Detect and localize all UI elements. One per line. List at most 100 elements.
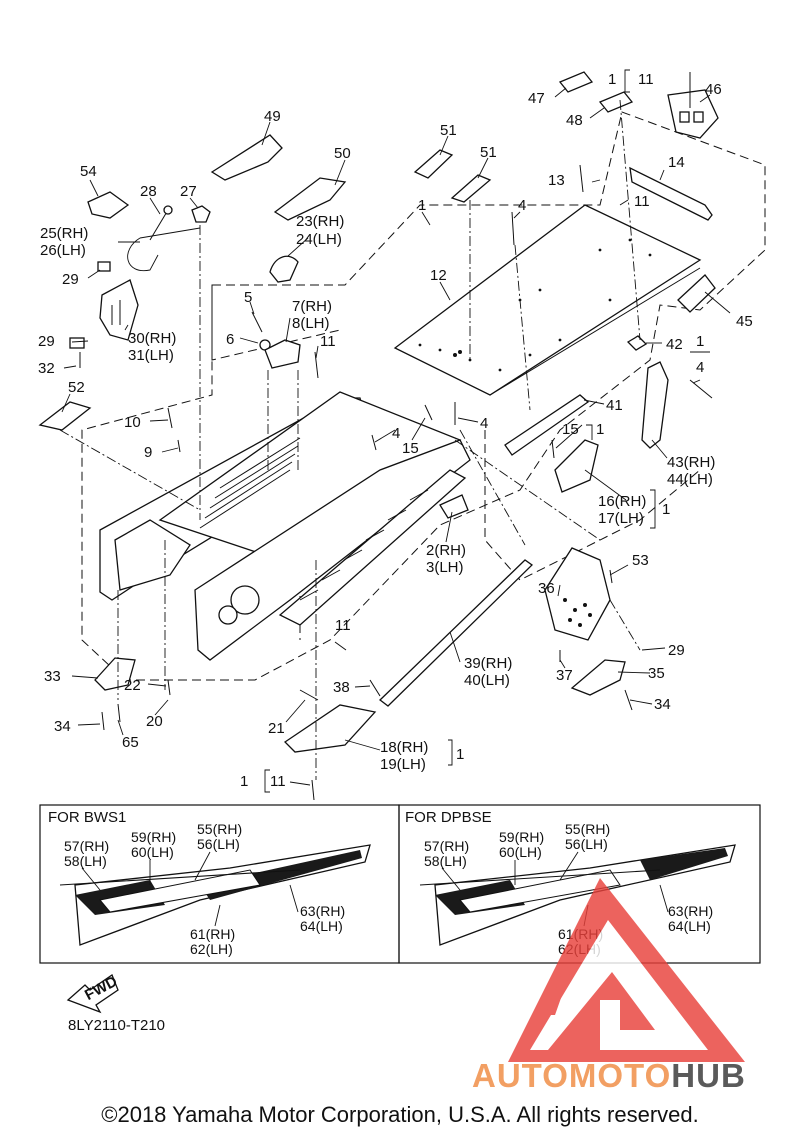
callout-25: 25(RH) (40, 225, 88, 242)
callout-26: 26(LH) (40, 242, 86, 259)
callout-49: 49 (264, 108, 281, 125)
callout-51b: 51 (480, 144, 497, 161)
pad-51b (450, 174, 492, 203)
callout-28: 28 (140, 183, 157, 200)
decal-l59: 59(RH) (131, 829, 176, 845)
callout-12: 12 (430, 267, 447, 284)
tunnel-panel-12 (393, 204, 702, 396)
callout-4-top: 4 (518, 197, 526, 214)
callout-labels: 47 48 1 11 46 49 50 51 51 54 28 27 25(RH… (38, 71, 753, 790)
decal-r59: 59(RH) (499, 829, 544, 845)
fwd-arrow-icon: FWD (66, 973, 120, 1014)
callout-9: 9 (144, 444, 152, 461)
callout-29b: 29 (38, 333, 55, 350)
callout-10: 10 (124, 414, 141, 431)
decal-l56: 56(LH) (197, 836, 240, 852)
callout-27: 27 (180, 183, 197, 200)
decal-r57: 57(RH) (424, 838, 469, 854)
watermark-text-a: AUTOMOTO (472, 1057, 672, 1094)
callout-45: 45 (736, 313, 753, 330)
watermark-logo (508, 878, 745, 1062)
bar-14 (629, 166, 713, 221)
callout-35: 35 (648, 665, 665, 682)
callout-33: 33 (44, 668, 61, 685)
callout-3: 3(LH) (426, 559, 464, 576)
callout-54: 54 (80, 163, 97, 180)
callout-43: 43(RH) (667, 454, 715, 471)
callout-34b: 34 (654, 696, 671, 713)
decal-box-bws1: FOR BWS1 57(RH) 58(LH) 59(RH) 60(LH) 55(… (39, 804, 400, 964)
callout-15b: 15 (562, 421, 579, 438)
leader-lines (61, 87, 731, 786)
chassis-assembly-outline (81, 111, 766, 681)
decal-r58: 58(LH) (424, 853, 467, 869)
watermark-text-b: HUB (671, 1057, 746, 1094)
callout-53: 53 (632, 552, 649, 569)
callout-29a: 29 (62, 271, 79, 288)
rear-assembly-outline (211, 285, 341, 361)
callout-1-16: 1 (662, 501, 670, 518)
decal-r64: 64(LH) (668, 918, 711, 934)
footrest-36 (544, 547, 611, 641)
callout-5: 5 (244, 289, 252, 306)
callout-11-top: 11 (638, 71, 654, 88)
watermark-text: AUTOMOTOHUB (472, 1057, 746, 1095)
callout-1-mid: 1 (418, 197, 426, 214)
plate-18-19 (283, 704, 377, 753)
strap-43-44 (641, 361, 669, 449)
callout-50: 50 (334, 145, 351, 162)
callout-44: 44(LH) (667, 471, 713, 488)
callout-7: 7(RH) (292, 298, 332, 315)
bracket-7-8 (264, 339, 301, 369)
callout-13: 13 (548, 172, 565, 189)
callout-11-r: 11 (634, 193, 650, 210)
callout-15: 15 (402, 440, 419, 457)
pad-52 (38, 401, 92, 431)
decal-r60: 60(LH) (499, 844, 542, 860)
decal-r63: 63(RH) (668, 903, 713, 919)
decal-l57: 57(RH) (64, 838, 109, 854)
diagram-code: 8LY2110-T210 (68, 1017, 165, 1034)
main-chassis (99, 391, 534, 707)
callout-29c: 29 (668, 642, 685, 659)
cover-23-24 (269, 255, 299, 283)
callout-30: 30(RH) (128, 330, 176, 347)
callout-47: 47 (528, 90, 545, 107)
callout-36: 36 (538, 580, 555, 597)
runner-39-40 (378, 559, 534, 707)
callout-31: 31(LH) (128, 347, 174, 364)
callout-52: 52 (68, 379, 85, 396)
pad-51a (413, 149, 454, 179)
callout-46: 46 (705, 81, 722, 98)
callout-32: 32 (38, 360, 55, 377)
bracket-30-31 (99, 279, 139, 341)
callout-51a: 51 (440, 122, 457, 139)
reference-lines (59, 99, 641, 780)
callout-4b: 4 (480, 415, 488, 432)
callout-8: 8(LH) (292, 315, 330, 332)
decal-l58: 58(LH) (64, 853, 107, 869)
callout-16: 16(RH) (598, 493, 646, 510)
callout-41: 41 (606, 397, 623, 414)
callout-20: 20 (146, 713, 163, 730)
callout-40: 40(LH) (464, 672, 510, 689)
callout-1-15: 1 (596, 421, 604, 438)
decal-l64: 64(LH) (300, 918, 343, 934)
bracket-25-26 (127, 227, 201, 272)
callout-34a: 34 (54, 718, 71, 735)
plate-16-17 (554, 439, 599, 493)
callout-19: 19(LH) (380, 756, 426, 773)
callout-23: 23(RH) (296, 213, 344, 230)
callout-22: 22 (124, 677, 141, 694)
decal-l55: 55(RH) (197, 821, 242, 837)
callout-24: 24(LH) (296, 231, 342, 248)
nut-27 (191, 205, 211, 223)
plate-45 (677, 274, 716, 313)
callout-1-bot: 1 (240, 773, 248, 790)
callout-11-b: 11 (335, 617, 351, 634)
callout-14: 14 (668, 154, 685, 171)
decal-l60: 60(LH) (131, 844, 174, 860)
rail-41 (504, 394, 590, 456)
callout-18: 18(RH) (380, 739, 428, 756)
